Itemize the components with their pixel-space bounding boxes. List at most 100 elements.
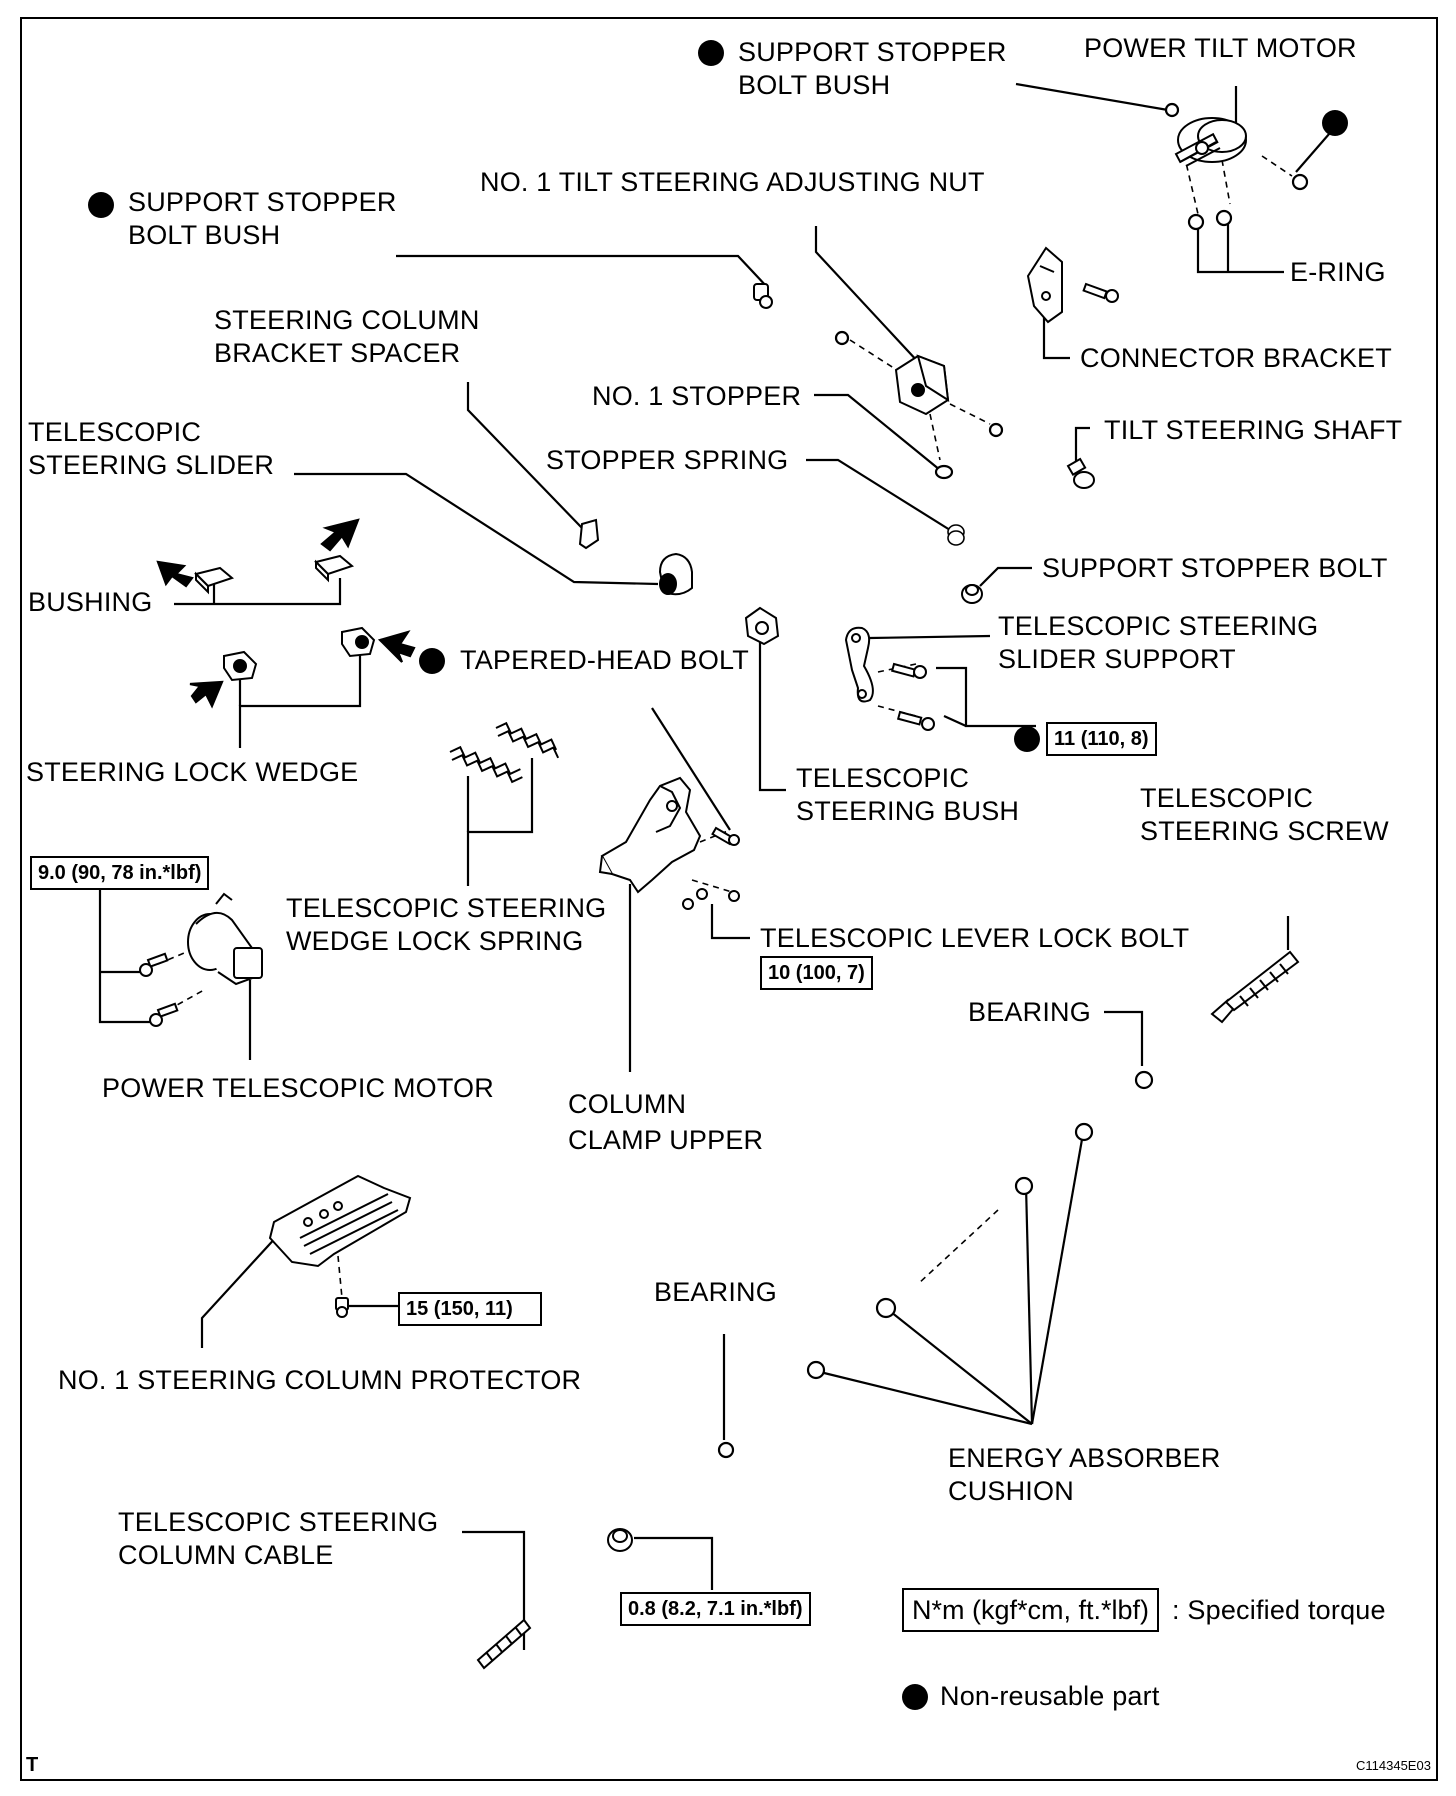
bushing-right-arrow	[320, 518, 360, 552]
bearing-lower-part	[717, 1441, 735, 1459]
label-support-stopper-bolt-bush-left: SUPPORT STOPPER BOLT BUSH	[128, 187, 397, 250]
label-telescopic-steering-screw: TELESCOPIC STEERING SCREW	[1140, 783, 1389, 846]
torque-protector: 15 (150, 11)	[398, 1292, 542, 1326]
dash-stopper-1	[849, 339, 901, 373]
leader-absorber-3	[885, 1307, 1033, 1425]
lock-wedge-right-arrow	[377, 630, 416, 663]
leader-support-stopper-bolt-bush-left	[396, 254, 769, 289]
lock-wedge-left-part	[223, 650, 258, 682]
leader-slider	[294, 472, 659, 586]
diagram-frame	[20, 17, 1438, 1781]
absorber-cushion-4	[806, 1360, 826, 1380]
label-telescopic-steering-slider-support: TELESCOPIC STEERING SLIDER SUPPORT	[998, 611, 1319, 674]
label-telescopic-lever-lock-bolt: TELESCOPIC LEVER LOCK BOLT	[760, 923, 1190, 953]
e-ring-b-part	[1215, 209, 1233, 227]
label-tilt-steering-shaft: TILT STEERING SHAFT	[1104, 415, 1403, 445]
telescopic-slider-part	[658, 552, 693, 596]
label-telescopic-steering-bush: TELESCOPIC STEERING BUSH	[796, 763, 1020, 826]
dash-stopper-3	[929, 413, 941, 461]
label-support-stopper-bolt: SUPPORT STOPPER BOLT	[1042, 553, 1388, 583]
leader-lock-wedge	[238, 650, 362, 748]
leader-protector	[200, 1221, 291, 1348]
absorber-cushion-3	[875, 1297, 897, 1319]
label-e-ring: E-RING	[1290, 257, 1386, 287]
dash-tilt-motor-3	[1261, 155, 1293, 177]
label-steering-column-bracket-spacer: STEERING COLUMN BRACKET SPACER	[214, 305, 480, 368]
dash-protector	[337, 1255, 343, 1299]
label-bearing-lower: BEARING	[654, 1277, 777, 1307]
steering-column-protector-part	[268, 1174, 412, 1318]
leader-support-stopper-bolt	[979, 566, 1032, 587]
leader-slider-support-bolts-b	[943, 714, 967, 728]
leader-bracket-spacer	[466, 382, 583, 529]
telescopic-bush-part	[744, 606, 780, 646]
legend-torque-box: N*m (kgf*cm, ft.*lbf)	[902, 1588, 1160, 1632]
leader-absorber-2	[1024, 1185, 1034, 1425]
label-power-telescopic-motor: POWER TELESCOPIC MOTOR	[102, 1073, 494, 1103]
label-support-stopper-bolt-bush-top: SUPPORT STOPPER BOLT BUSH	[738, 37, 1007, 100]
dash-motor-2	[167, 989, 205, 1011]
power-tilt-motor-part	[1174, 117, 1247, 167]
nonreusable-dot-tilt-motor	[1322, 110, 1348, 136]
nonreusable-dot-tapered-bolt	[419, 648, 445, 674]
e-ring-a-part	[1187, 213, 1205, 231]
column-clamp-upper-part	[598, 776, 740, 910]
label-no1-steering-column-protector: NO. 1 STEERING COLUMN PROTECTOR	[58, 1365, 582, 1395]
stopper-spring-part	[947, 524, 965, 546]
leader-no1-stopper	[814, 393, 941, 471]
support-stopper-bolt-part	[961, 584, 983, 604]
bearing-upper-part	[1134, 1070, 1154, 1090]
wedge-lock-spring-b-part	[495, 721, 560, 759]
bolt-bush-top-part	[1164, 102, 1180, 118]
leader-bearing-upper	[1104, 1010, 1144, 1066]
figure-code: C114345E03	[1356, 1758, 1431, 1773]
leader-lever-lock-bolt	[710, 904, 750, 940]
torque-cable: 0.8 (8.2, 7.1 in.*lbf)	[620, 1592, 811, 1626]
dash-absorber	[917, 1209, 999, 1285]
adjusting-nut-part	[894, 354, 950, 416]
corner-mark: T	[26, 1754, 39, 1776]
legend-torque-text: : Specified torque	[1172, 1595, 1386, 1625]
leader-motor-torque	[98, 862, 154, 1024]
leader-support-stopper-bolt-bush-top	[1015, 82, 1169, 112]
label-no1-tilt-steering-adjusting-nut: NO. 1 TILT STEERING ADJUSTING NUT	[480, 167, 985, 197]
power-telescopic-motor-part	[139, 892, 263, 1027]
nonreusable-dot-legend	[902, 1684, 928, 1710]
label-connector-bracket: CONNECTOR BRACKET	[1080, 343, 1392, 373]
stopper-nut-a-part	[834, 330, 850, 346]
nonreusable-dot-slider-support	[1014, 726, 1040, 752]
bushing-right-part	[314, 554, 355, 583]
leader-cable	[462, 1530, 526, 1650]
absorber-cushion-2	[1014, 1176, 1034, 1196]
legend-nonreusable-text: Non-reusable part	[940, 1681, 1160, 1711]
torque-lever-lock-bolt: 10 (100, 7)	[760, 956, 873, 990]
slider-support-part	[844, 626, 935, 731]
leader-connector-bracket	[1042, 304, 1070, 360]
label-tapered-head-bolt: TAPERED-HEAD BOLT	[460, 645, 749, 675]
leader-slider-support-bolts	[936, 666, 1036, 728]
label-telescopic-steering-slider: TELESCOPIC STEERING SLIDER	[28, 417, 275, 480]
leader-bushing	[174, 578, 342, 606]
leader-wedge-spring	[466, 758, 534, 886]
bushing-left-part	[194, 566, 235, 595]
bolt-bush-left-part	[753, 283, 773, 309]
leader-slider-support	[869, 634, 991, 640]
column-cable-part	[476, 1618, 532, 1670]
torque-slider-support: 11 (110, 8)	[1046, 722, 1157, 756]
leader-stopper-spring	[806, 458, 951, 531]
leader-tapered-bolt	[651, 707, 731, 831]
leader-absorber-4	[819, 1370, 1033, 1426]
dash-stopper-2	[949, 403, 991, 425]
label-power-tilt-motor: POWER TILT MOTOR	[1084, 33, 1357, 63]
cable-nut-part	[607, 1528, 633, 1552]
label-energy-absorber-cushion: ENERGY ABSORBER CUSHION	[948, 1443, 1221, 1506]
label-bushing: BUSHING	[28, 587, 153, 617]
torque-telescopic-motor: 9.0 (90, 78 in.*lbf)	[30, 856, 210, 890]
stopper-nut-b-part	[988, 422, 1004, 438]
connector-bracket-part	[1026, 246, 1119, 324]
nonreusable-dot-bush-top	[698, 40, 724, 66]
label-no1-stopper: NO. 1 STOPPER	[592, 381, 802, 411]
dash-tilt-motor-2	[1221, 159, 1231, 205]
